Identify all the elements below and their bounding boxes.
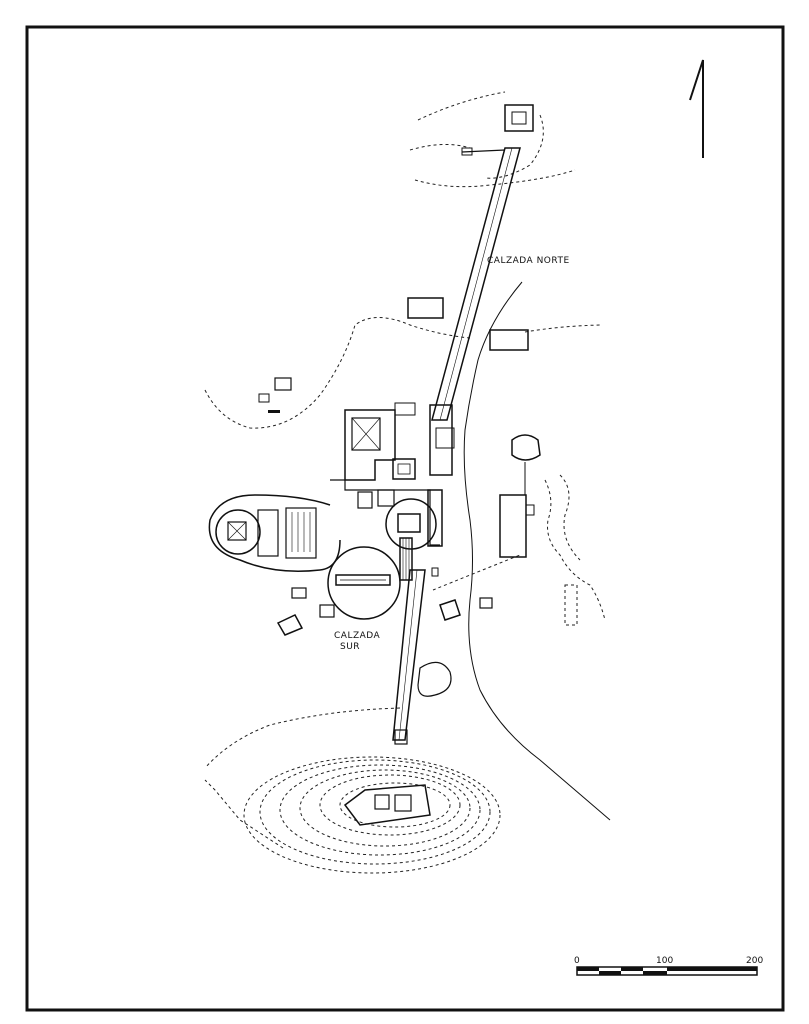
label-calzada-norte: CALZADA NORTE xyxy=(487,256,570,266)
southwest-structures xyxy=(276,587,335,636)
east-structures xyxy=(439,434,578,626)
scale-tick-0: 0 xyxy=(574,956,580,966)
scale-tick-100: 100 xyxy=(656,956,673,966)
south-hill xyxy=(243,756,501,874)
calzada-sur-causeway xyxy=(392,569,426,745)
label-calzada-sur-line1: CALZADA xyxy=(334,631,381,641)
west-complex xyxy=(208,494,341,572)
pond xyxy=(417,661,452,697)
highlight-circle-east xyxy=(385,498,437,550)
central-structures xyxy=(258,297,529,586)
contour-lines xyxy=(204,91,606,849)
ravine-line xyxy=(463,281,611,821)
map-frame xyxy=(25,25,785,1012)
calzada-norte-causeway xyxy=(431,104,534,421)
highlight-circle-south xyxy=(327,546,401,620)
label-calzada-sur-line2: SUR xyxy=(340,642,360,652)
north-arrow-icon xyxy=(689,59,704,158)
scale-bar: 0 100 200 xyxy=(574,956,763,976)
scale-tick-200: 200 xyxy=(746,956,763,966)
